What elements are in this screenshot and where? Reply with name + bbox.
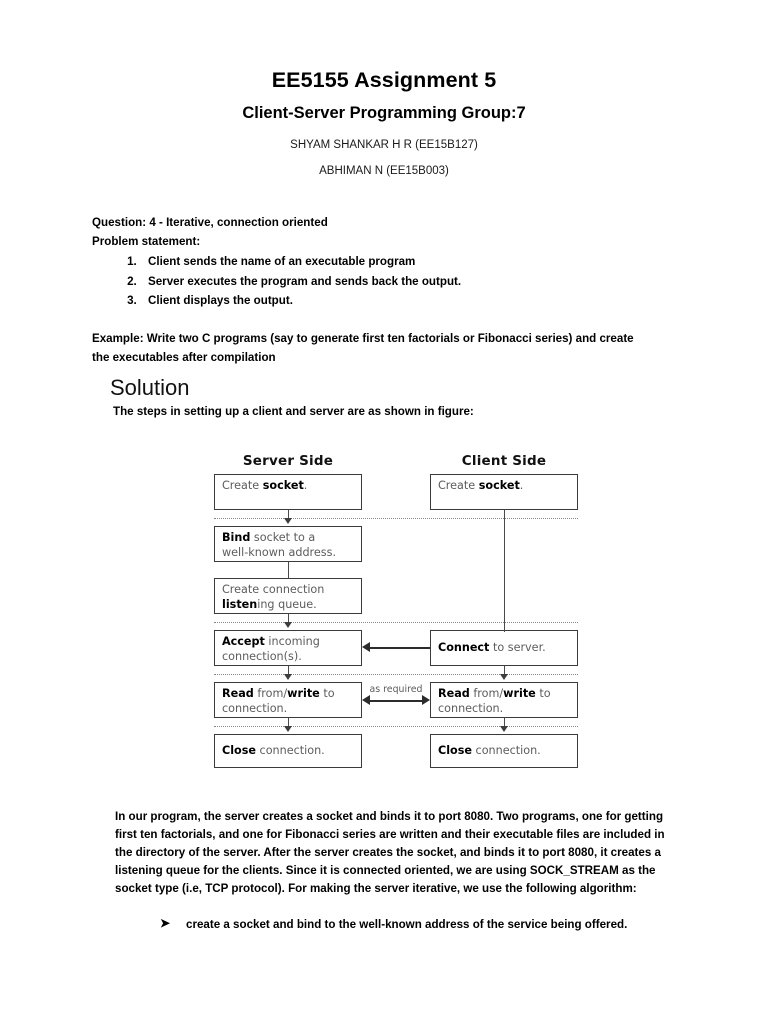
example-paragraph: Example: Write two C programs (say to ge… <box>92 331 634 365</box>
question-heading: Question: 4 - Iterative, connection orie… <box>92 216 328 229</box>
diagram-client-column-title: Client Side <box>461 453 547 469</box>
list-item-label: create a socket and bind to the well-kno… <box>186 918 628 931</box>
diagram-connector-server-5 <box>288 718 289 728</box>
diagram-connector-client-3 <box>504 718 505 728</box>
arrow-bullet-icon: ➤ <box>160 916 171 930</box>
diagram-label-as-required: as required <box>369 684 423 695</box>
author-name-2: ABHIMAN N (EE15B003) <box>319 165 449 177</box>
question-section: Question: 4 - Iterative, connection orie… <box>92 213 682 368</box>
diagram-box-client-create-socket: Create socket. <box>430 474 578 510</box>
diagram-box-client-close: Close connection. <box>430 734 578 768</box>
author-name-1: SHYAM SHANKAR H R (EE15B127) <box>290 139 478 151</box>
diagram-arrow-readwrite-bidirectional <box>370 700 422 702</box>
solution-heading: Solution <box>110 375 190 400</box>
page-subtitle: Client-Server Programming Group:7 <box>242 104 526 122</box>
diagram-box-client-connect: Connect to server. <box>430 630 578 666</box>
diagram-connector-server-3 <box>288 614 289 624</box>
diagram-box-server-close: Close connection. <box>214 734 362 768</box>
diagram-server-column-title: Server Side <box>242 453 334 469</box>
list-item: Server executes the program and sends ba… <box>140 272 682 292</box>
diagram-separator-4 <box>214 726 578 727</box>
diagram-connector-client-2 <box>504 666 505 676</box>
list-item: Client displays the output. <box>140 291 682 311</box>
diagram-arrowhead-server-4 <box>284 674 292 680</box>
problem-steps-list: Client sends the name of an executable p… <box>92 252 682 311</box>
diagram-arrowhead-server-1 <box>284 518 292 524</box>
diagram-arrowhead-server-5 <box>284 726 292 732</box>
problem-statement-label: Problem statement: <box>92 235 201 248</box>
page-title: EE5155 Assignment 5 <box>271 68 497 92</box>
diagram-arrowhead-readwrite-right <box>422 695 430 705</box>
closing-paragraph: In our program, the server creates a soc… <box>115 810 665 895</box>
diagram-separator-3 <box>214 674 578 675</box>
diagram-connector-server-4 <box>288 666 289 676</box>
diagram-connector-server-2 <box>288 562 289 578</box>
diagram-connector-server-1 <box>288 510 289 520</box>
list-item: ➤ create a socket and bind to the well-k… <box>160 915 722 934</box>
diagram-arrow-connect-to-accept <box>370 647 430 649</box>
diagram-connector-client-1 <box>504 510 505 632</box>
diagram-arrowhead-client-3 <box>500 726 508 732</box>
diagram-separator-2 <box>214 622 578 623</box>
diagram-arrowhead-readwrite-left <box>362 695 370 705</box>
solution-intro-text: The steps in setting up a client and ser… <box>113 405 474 418</box>
diagram-arrowhead-server-3 <box>284 622 292 628</box>
diagram-separator-1 <box>214 518 578 519</box>
diagram-arrowhead-client-2 <box>500 674 508 680</box>
diagram-arrowhead-connect-to-accept <box>362 642 370 652</box>
list-item: Client sends the name of an executable p… <box>140 252 682 272</box>
algorithm-list: ➤ create a socket and bind to the well-k… <box>115 915 722 934</box>
diagram-box-server-create-socket: Create socket. <box>214 474 362 510</box>
